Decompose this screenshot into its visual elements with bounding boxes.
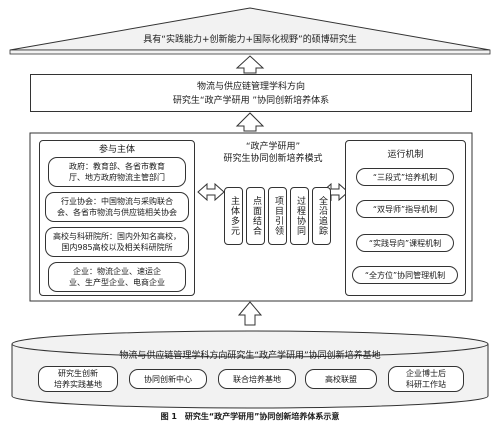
base-item-postdoc-station-line2: 科研工作站 xyxy=(406,380,446,389)
mechanism-title: 运行机制 xyxy=(387,150,424,160)
base-title: 物流与供应链管理学科方向研究生“政产学研用”协同创新培养基地 xyxy=(119,351,381,361)
participant-government-line2: 厅、地方政府物流主管部门 xyxy=(69,173,165,182)
model-column-1: 主体多元 xyxy=(224,187,243,245)
base-item-university-alliance: 高校联盟 xyxy=(305,369,377,389)
model-column-5: 全沿追踪 xyxy=(312,187,331,245)
participant-association-line1: 行业协会：中国物流与采购联合 xyxy=(61,197,173,206)
base-cylinder-top xyxy=(11,330,489,358)
base-item-joint-training-base: 联合培养基地 xyxy=(218,369,296,389)
participant-association-line2: 会、各省市物流与供应链相关协会 xyxy=(57,208,177,217)
participant-government: 政府：教育部、各省市教育 厅、地方政府物流主管部门 xyxy=(48,157,186,187)
system-box-line1: 物流与供应链管理学科方向 xyxy=(196,82,305,92)
base-item-postdoc-station: 企业博士后 科研工作站 xyxy=(388,366,464,392)
participant-universities-line1: 高校与科研院所：国内外知名高校， xyxy=(53,232,181,241)
system-box-line2: 研究生“政产学研用 ”协同创新培养体系 xyxy=(172,96,330,106)
participant-government-line1: 政府：教育部、各省市教育 xyxy=(69,162,165,171)
participant-enterprises: 企业：物流企业、速运企 业、生产型企业、电商企业 xyxy=(48,262,186,292)
participant-enterprises-line1: 企业：物流企业、速运企 xyxy=(73,267,161,276)
model-column-3: 项目引领 xyxy=(268,187,287,245)
top-goal-label: 具有“实践能力+创新能力+国际化视野”的硕博研究生 xyxy=(143,35,357,45)
base-item-innovation-center: 协同创新中心 xyxy=(129,369,207,389)
participants-title: 参与主体 xyxy=(98,145,135,155)
base-item-practice-base-line2: 培养实践基地 xyxy=(54,380,102,389)
up-arrow-3 xyxy=(237,301,263,326)
model-column-4: 过程协同 xyxy=(290,187,309,245)
participant-universities: 高校与科研院所：国内外知名高校， 国内985高校以及相关科研院所 xyxy=(45,227,189,257)
model-title-line2: 研究生协同创新培养模式 xyxy=(223,154,323,164)
model-column-2: 点面结合 xyxy=(246,187,265,245)
mechanism-item-1: “三段式”培养机制 xyxy=(356,168,454,186)
participant-universities-line2: 国内985高校以及相关科研院所 xyxy=(61,243,173,252)
base-item-practice-base: 研究生创新 培养实践基地 xyxy=(38,366,118,392)
mechanism-item-4: “全方位”协同管理机制 xyxy=(352,266,458,284)
figure-caption: 图 1 研究生“政产学研用”协同创新培养体系示意 xyxy=(160,412,340,421)
model-title-line1: “政产学研用” xyxy=(245,142,301,152)
base-item-practice-base-line1: 研究生创新 xyxy=(58,369,98,378)
mechanism-item-3: “实践导向”课程机制 xyxy=(356,234,454,252)
participant-enterprises-line2: 业、生产型企业、电商企业 xyxy=(69,278,165,287)
up-arrow-2 xyxy=(235,112,265,132)
up-arrow-1 xyxy=(235,55,265,74)
mechanism-item-2: “双导师”指导机制 xyxy=(356,200,454,218)
base-item-postdoc-station-line1: 企业博士后 xyxy=(406,369,446,378)
participant-association: 行业协会：中国物流与采购联合 会、各省市物流与供应链相关协会 xyxy=(45,192,189,222)
system-box: 物流与供应链管理学科方向 研究生“政产学研用 ”协同创新培养体系 xyxy=(30,74,472,112)
